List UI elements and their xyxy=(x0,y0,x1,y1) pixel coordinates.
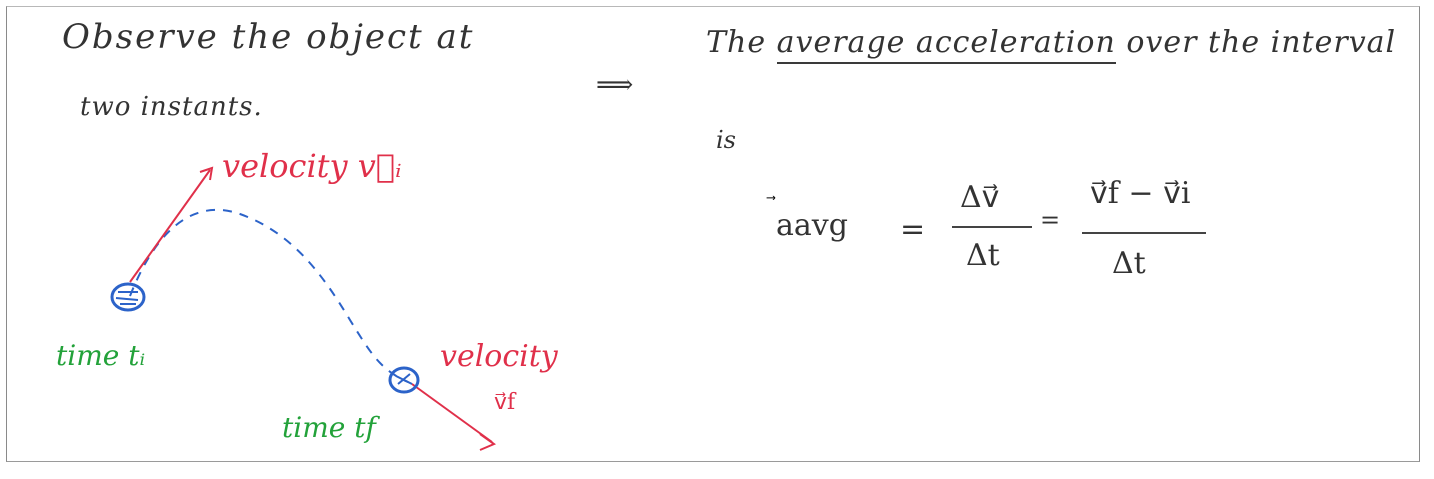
velocity-f-label: velocity xyxy=(440,339,558,374)
formula-fraction-1-bar xyxy=(952,226,1032,228)
velocity-f-symbol: v⃗f xyxy=(494,390,516,415)
object-i-scribble xyxy=(115,291,139,305)
avg-prefix: The xyxy=(706,25,777,60)
object-i xyxy=(110,282,146,312)
formula-fraction-2-numerator: v⃗f − v⃗i xyxy=(1090,176,1191,211)
formula-fraction-2-bar xyxy=(1082,232,1206,234)
velocity-i-arrowhead xyxy=(199,166,214,181)
formula-lhs: aavg xyxy=(776,208,848,243)
velocity-f-arrowhead xyxy=(479,433,497,451)
time-f-label: time tf xyxy=(282,411,376,444)
formula-fraction-1-numerator: Δv⃗ xyxy=(960,180,1000,215)
average-acceleration-line-1: The average acceleration over the interv… xyxy=(706,25,1397,64)
velocity-i-label: velocity v⃗ᵢ xyxy=(222,147,402,185)
observe-line-1: Observe the object at xyxy=(62,17,475,57)
formula-equals-2: = xyxy=(1040,206,1061,234)
velocity-i-arrow xyxy=(129,169,211,283)
formula-fraction-1-denominator: Δt xyxy=(966,238,1000,273)
avg-suffix: over the interval xyxy=(1115,25,1397,60)
implies-arrow: ⟹ xyxy=(596,70,634,100)
note-frame xyxy=(6,6,1420,462)
avg-emphasis: average acceleration xyxy=(776,25,1116,64)
time-i-label: time tᵢ xyxy=(56,339,146,372)
formula-fraction-2-denominator: Δt xyxy=(1112,246,1146,281)
object-f-scribble xyxy=(395,373,413,385)
formula-equals-1: = xyxy=(900,212,926,247)
trajectory-path xyxy=(129,209,409,383)
observe-line-2: two instants. xyxy=(80,92,263,122)
average-acceleration-line-2: is xyxy=(716,126,736,154)
velocity-f-arrow xyxy=(411,383,493,443)
object-f xyxy=(388,366,420,394)
